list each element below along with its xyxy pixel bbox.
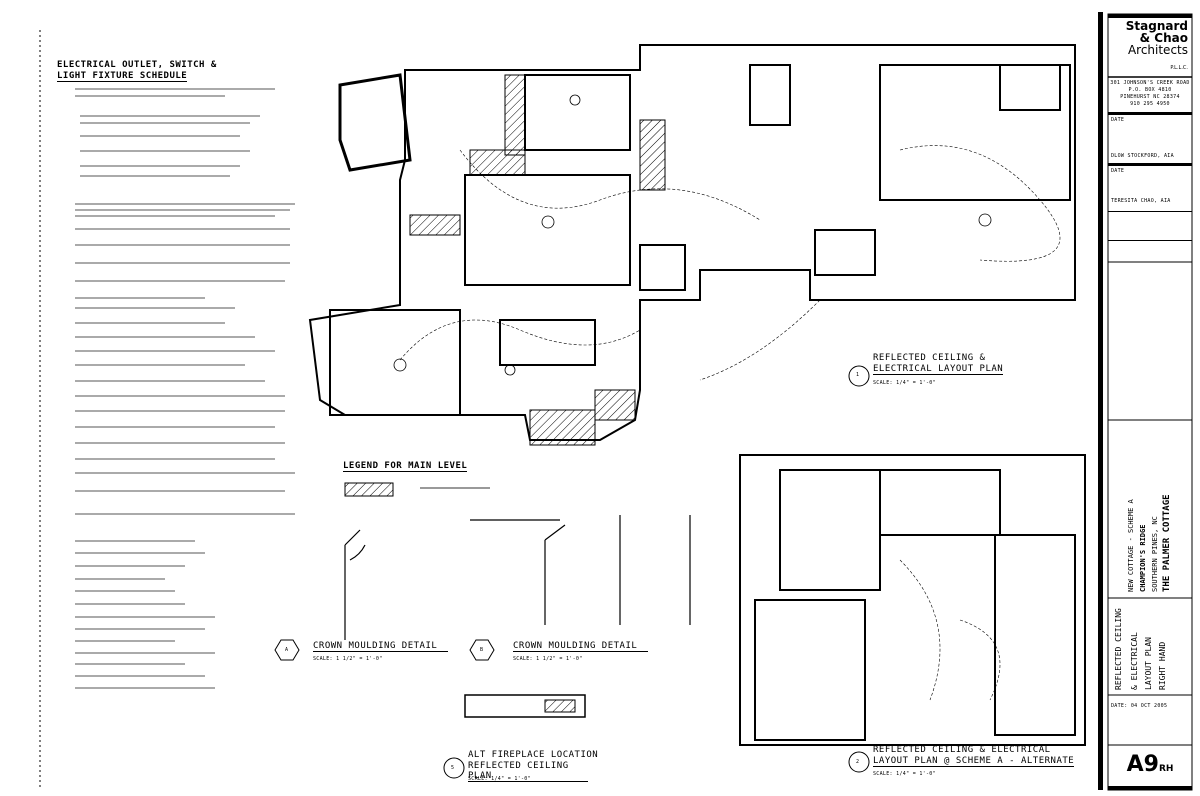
main-plan-scale: SCALE: 1/4" = 1'-0" <box>873 380 936 386</box>
project-info: NEW COTTAGE - SCHEME A CHAMPION'S RIDGE … <box>1127 494 1172 592</box>
detail-a-tag: A <box>285 647 289 653</box>
revision-table <box>1108 211 1192 241</box>
alternate-title-1: REFLECTED CEILING & ELECTRICAL <box>873 745 1051 755</box>
main-plan-title-1: REFLECTED CEILING & <box>873 353 986 363</box>
fireplace-title-1: ALT FIREPLACE LOCATION <box>468 750 599 760</box>
main-plan-number: 1 <box>856 372 860 378</box>
detail-a-scale: SCALE: 1 1/2" = 1'-0" <box>313 656 383 662</box>
engineer-name: DLOW STOCKFORD, AIA <box>1111 153 1174 159</box>
detail-b-tag: B <box>480 647 484 653</box>
detail-b-scale: SCALE: 1 1/2" = 1'-0" <box>513 656 583 662</box>
legend-title: LEGEND FOR MAIN LEVEL <box>343 461 468 472</box>
main-plan-title-2: ELECTRICAL LAYOUT PLAN <box>873 364 1004 375</box>
date-label-2: DATE <box>1111 168 1125 174</box>
detail-a-title: CROWN MOULDING DETAIL <box>313 641 448 652</box>
fireplace-scale: SCALE: 1/4" = 1'-0" <box>468 776 531 782</box>
alternate-number: 2 <box>856 759 860 765</box>
sheet-number: A9RH <box>1126 752 1174 777</box>
fireplace-title-2: REFLECTED CEILING PLAN <box>468 761 588 782</box>
fireplace-number: 5 <box>451 765 455 771</box>
main-floor-plan <box>308 44 1076 441</box>
schedule-title-1: ELECTRICAL OUTLET, SWITCH & <box>57 60 217 70</box>
alternate-floor-plan <box>739 454 1086 746</box>
alternate-title-2: LAYOUT PLAN @ SCHEME A - ALTERNATE <box>873 756 1075 767</box>
architect-name: TERESITA CHAO, AIA <box>1111 198 1171 204</box>
alternate-scale: SCALE: 1/4" = 1'-0" <box>873 771 936 777</box>
sheet-title: REFLECTED CEILING <box>1114 608 1123 690</box>
date-label: DATE <box>1111 117 1125 123</box>
sheet-date: DATE: 04 OCT 2005 <box>1111 703 1168 709</box>
schedule-title-2: LIGHT FIXTURE SCHEDULE <box>57 71 188 82</box>
detail-b-title: CROWN MOULDING DETAIL <box>513 641 648 652</box>
